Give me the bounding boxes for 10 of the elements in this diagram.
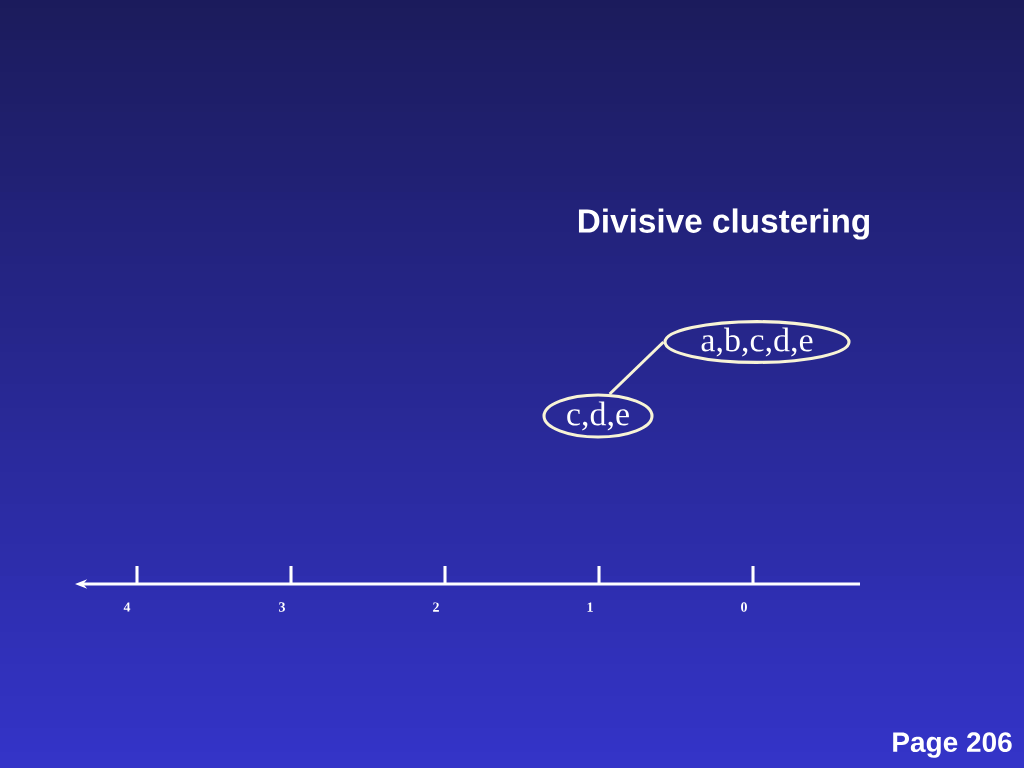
- tick-label: 1: [587, 602, 593, 612]
- ellipse-node: a,b,c,d,e: [663, 320, 851, 364]
- connector-line: [608, 340, 665, 396]
- tick-label: 2: [433, 602, 439, 612]
- page-number: Page 206: [893, 732, 1012, 758]
- tick-label: 4: [123, 602, 131, 612]
- title: Divisive clustering: [578, 208, 869, 240]
- tick-label: 3: [279, 602, 286, 612]
- tick-label: 0: [741, 602, 747, 612]
- ellipse-node: c,d,e: [542, 393, 654, 439]
